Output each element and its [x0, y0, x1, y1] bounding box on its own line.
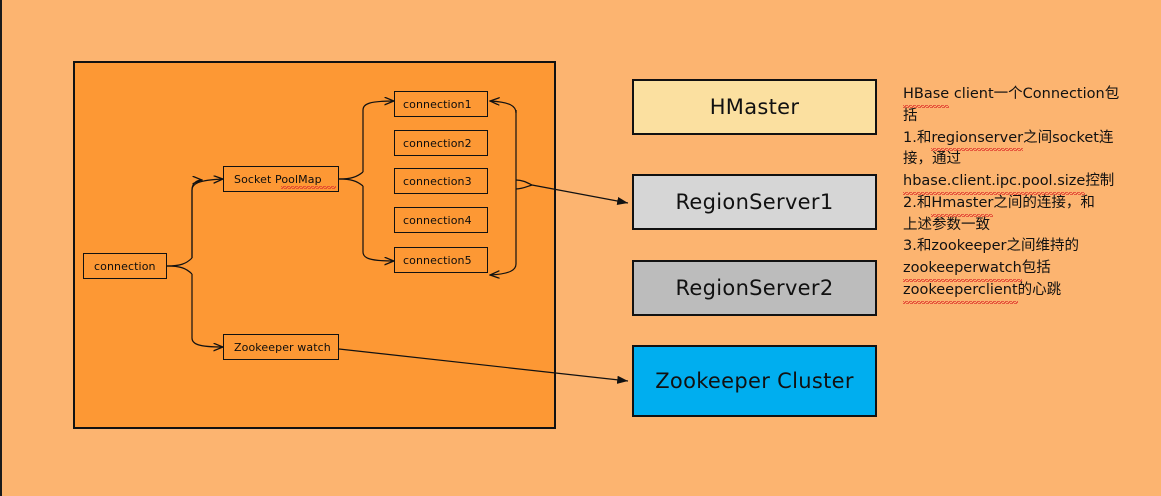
node-connection3[interactable]: connection3 — [394, 168, 488, 194]
node-socket-pool-map[interactable]: Socket PoolMap — [223, 166, 339, 192]
annotation-spellcheck-word: zookeeperclient — [903, 280, 1018, 304]
node-connection2[interactable]: connection2 — [394, 130, 488, 156]
socket-pool-map-text: Socket PoolMap — [234, 172, 322, 186]
annotation-text-run: client一个Connection包 — [949, 86, 1120, 102]
node-connection3-label: connection3 — [403, 174, 472, 188]
annotation-line: zookeeperclient的心跳 — [903, 280, 1151, 304]
node-connection4-label: connection4 — [403, 213, 472, 227]
node-connection2-label: connection2 — [403, 136, 472, 150]
node-connection4[interactable]: connection4 — [394, 207, 488, 233]
node-connection5-label: connection5 — [403, 253, 472, 267]
annotation-line: 1.和regionserver之间socket连 — [903, 128, 1151, 151]
node-connection1[interactable]: connection1 — [394, 91, 488, 117]
annotation-text-run: 括 — [903, 107, 918, 124]
annotation-line: hbase.client.ipc.pool.size控制 — [903, 171, 1151, 195]
annotation-spellcheck-word: regionserver — [931, 128, 1023, 151]
annotation-line: 括 — [903, 106, 1151, 128]
annotation-spellcheck-word: HBase — [903, 84, 950, 108]
annotation-text-run: 之间socket连 — [1023, 129, 1114, 146]
node-connection[interactable]: connection — [83, 253, 167, 279]
annotation-text-run: 接，通过 — [903, 151, 961, 168]
spellcheck-underline-poolmap — [281, 183, 336, 189]
node-socket-pool-map-label: Socket PoolMap — [234, 173, 322, 186]
annotation-text-run: 的心跳 — [1017, 281, 1062, 298]
cluster-box-regionserver1-label: RegionServer1 — [675, 190, 834, 214]
annotation-line: 接，通过 — [903, 149, 1151, 171]
cluster-box-zookeeper-cluster[interactable]: Zookeeper Cluster — [632, 345, 877, 417]
annotation-line: 上述参数一致 — [903, 215, 1151, 237]
annotation-text-run: 控制 — [1085, 173, 1115, 189]
cluster-box-regionserver2-label: RegionServer2 — [675, 276, 834, 300]
annotation-line: HBase client一个Connection包 — [903, 84, 1151, 108]
annotation-text-run: 之间的连接，和 — [993, 194, 1095, 211]
annotation-text-run: 上述参数一致 — [903, 216, 990, 233]
cluster-box-hmaster-label: HMaster — [709, 95, 800, 119]
annotation-line: 2.和Hmaster之间的连接，和 — [903, 193, 1151, 217]
node-connection5[interactable]: connection5 — [394, 247, 488, 273]
annotation-spellcheck-word: zookeeperwatch — [903, 258, 1022, 282]
annotation-spellcheck-word: hbase.client.ipc.pool.size — [903, 171, 1086, 195]
annotation-text-run: 3.和zookeeper之间维持的 — [903, 238, 1079, 255]
annotation-line: zookeeperwatch包括 — [903, 258, 1151, 282]
cluster-box-hmaster[interactable]: HMaster — [632, 79, 877, 135]
cluster-box-zookeeper-cluster-label: Zookeeper Cluster — [655, 369, 854, 393]
node-connection-label: connection — [94, 259, 156, 273]
node-connection1-label: connection1 — [403, 97, 472, 111]
node-zookeeper-watch[interactable]: Zookeeper watch — [223, 334, 339, 360]
annotation-text-run: 2.和 — [903, 194, 932, 211]
annotation-spellcheck-word: Hmaster — [931, 193, 994, 217]
annotation-text-run: 1.和 — [903, 129, 932, 146]
cluster-box-regionserver1[interactable]: RegionServer1 — [632, 174, 877, 230]
annotation-line: 3.和zookeeper之间维持的 — [903, 236, 1151, 258]
annotation-text-run: 包括 — [1021, 260, 1051, 276]
cluster-box-regionserver2[interactable]: RegionServer2 — [632, 260, 877, 316]
node-zookeeper-watch-label: Zookeeper watch — [234, 340, 331, 354]
